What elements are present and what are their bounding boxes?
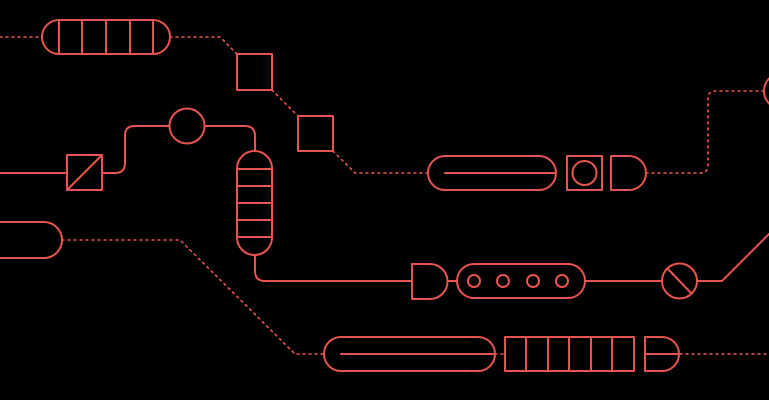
circle-node [168, 107, 206, 145]
dotted-connector-lower [61, 239, 325, 355]
slashed-circle-node [661, 262, 698, 300]
vertical-capsule-node [236, 150, 273, 256]
d-shape-node-2 [411, 263, 449, 300]
capsule-lined-bottom [323, 336, 496, 372]
components [0, 19, 769, 372]
solid-connector-diagonal [696, 233, 769, 282]
dotted-connector-to-capsule [332, 150, 429, 174]
solid-connector-up [101, 125, 171, 174]
square-node-2 [297, 115, 334, 152]
four-circle-node [456, 263, 586, 299]
solid-connector-down [204, 125, 256, 152]
dotted-connector-top [0, 36, 238, 55]
connectors [0, 36, 769, 355]
capsule-lined-node [427, 155, 557, 191]
dotted-connector-squares [271, 89, 299, 117]
half-pill-left [0, 221, 63, 259]
segmented-pill-top [41, 19, 171, 55]
dotted-connector-right-up [645, 90, 766, 174]
segmented-box-bottom [504, 336, 635, 372]
box-circle-node [566, 155, 603, 191]
slash-box-node [66, 154, 103, 191]
edge-circle-node [763, 77, 769, 105]
d-shape-node-1 [610, 155, 647, 191]
square-node-1 [236, 53, 273, 91]
d-shape-node-3 [644, 336, 681, 372]
solid-connector-bottom [254, 254, 413, 282]
